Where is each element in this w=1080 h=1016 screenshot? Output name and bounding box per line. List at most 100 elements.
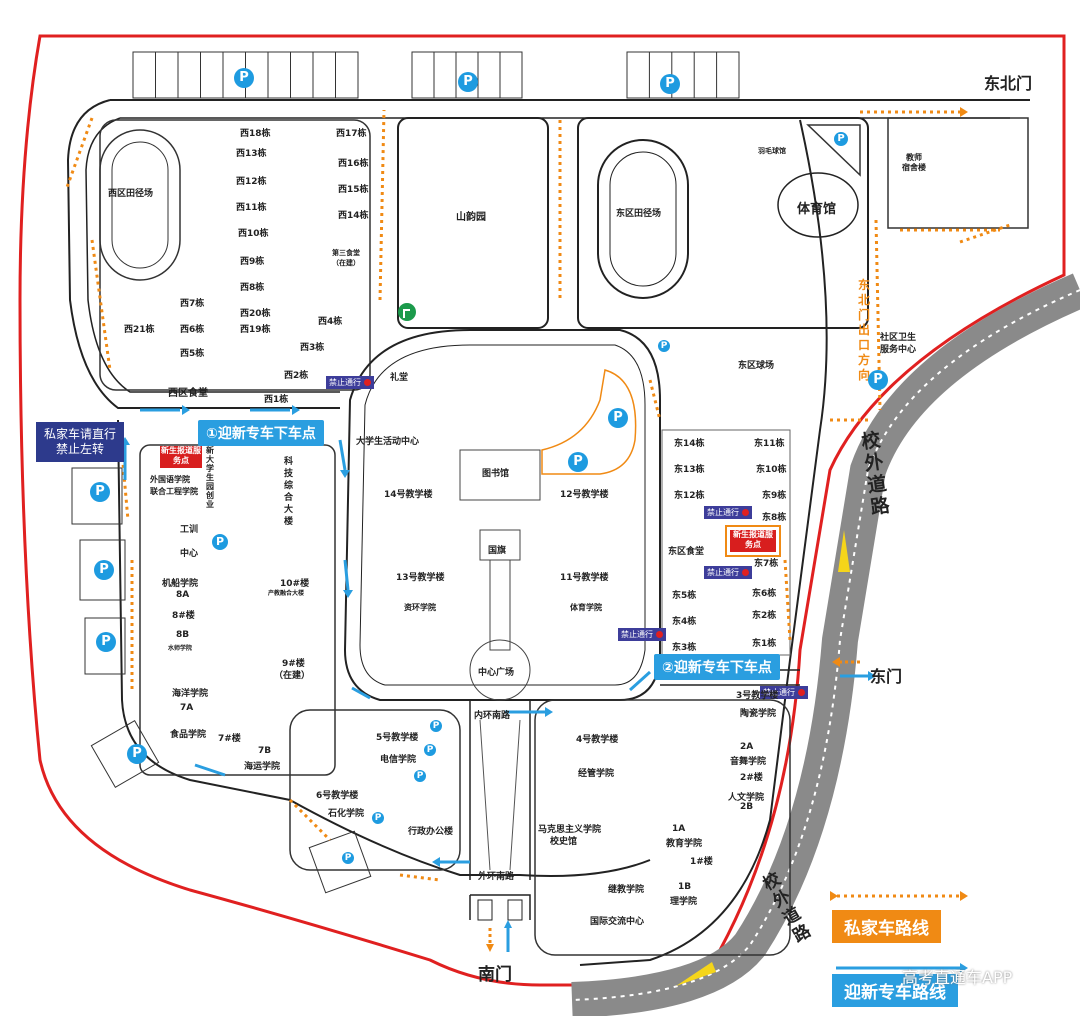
canteen3-line2: （在建） [332, 259, 360, 267]
parking-icon: P [342, 852, 354, 864]
legend-private: 私家车路线 [832, 910, 941, 943]
b9-label: 9#楼 [282, 659, 305, 669]
no-entry-sign: 禁止通行 [704, 506, 752, 519]
east-building-label: 东9栋 [762, 491, 787, 501]
east-building-label: 东12栋 [674, 491, 705, 501]
shuttle-dropoff-1: ①迎新专车下车点 [198, 420, 324, 446]
b9-sub-label: （在建） [274, 671, 311, 681]
hall-label: 礼堂 [390, 373, 409, 383]
west-building-label: 西1栋 [264, 395, 289, 405]
joint-label: 联合工程学院 [150, 487, 198, 496]
registration-point-east: 新生报道服务点 [725, 525, 781, 557]
cont-label: 继教学院 [608, 885, 645, 895]
b7b-label: 7B [258, 746, 272, 756]
west-building-label: 西2栋 [284, 371, 309, 381]
legend-shuttle: 迎新专车路线 [832, 974, 958, 1007]
teacher-dorm-block [887, 117, 1029, 229]
admin-label: 行政办公楼 [408, 827, 454, 837]
humanities-label: 人文学院 [728, 793, 765, 803]
shanyun-garden-label: 山韵园 [456, 212, 486, 223]
private-car-notice: 私家车请直行 禁止左转 [36, 422, 125, 462]
west-building-label: 西21栋 [124, 325, 155, 335]
registration-point-west: 新生报道服务点 [160, 446, 202, 468]
parking-icon: P [424, 744, 436, 756]
teacher-dorm-line1: 教师 [906, 153, 922, 162]
training-line2: 中心 [180, 549, 199, 559]
east-track [597, 139, 689, 299]
resources-label: 资环学院 [404, 603, 436, 612]
econ-label: 经管学院 [578, 769, 615, 779]
b14-label: 14号教学楼 [384, 490, 433, 500]
b2a-label: 2A [740, 742, 754, 752]
shanyun-garden [397, 117, 549, 329]
west-building-label: 西5栋 [180, 349, 205, 359]
outside-road-dash [571, 289, 1080, 1001]
west-building-label: 西14栋 [338, 211, 369, 221]
west-track [99, 129, 181, 281]
east-building-label: 东3栋 [672, 643, 697, 653]
east-building-label: 东7栋 [754, 559, 779, 569]
private-car-notice-line2: 禁止左转 [56, 442, 105, 456]
sci-label: 理学院 [670, 897, 698, 907]
private-car-notice-line1: 私家车请直行 [44, 427, 117, 441]
shipping-label: 海运学院 [244, 762, 281, 772]
gate-east: 东门 [870, 667, 903, 686]
parking-icon: P [430, 720, 442, 732]
west-building-label: 西13栋 [236, 149, 267, 159]
reg-line: 新大学生园创业 [206, 446, 214, 509]
central-plaza [469, 639, 531, 701]
east-building-label: 东13栋 [674, 465, 705, 475]
b10-label: 10#楼 [280, 579, 310, 589]
east-track-label: 东区田径场 [616, 209, 662, 219]
b1b-label: 1B [678, 882, 692, 892]
intl-label: 国际交流中心 [590, 917, 645, 927]
private-car-route [64, 109, 1011, 898]
east-building-label: 东2栋 [752, 611, 777, 621]
tech-label: 科技综合大楼 [284, 457, 294, 527]
parking-icon: P [658, 340, 670, 352]
east-building-label: 东6栋 [752, 589, 777, 599]
west-building-label: 西16栋 [338, 159, 369, 169]
community-line2: 服务中心 [880, 345, 917, 355]
no-entry-sign: 禁止通行 [618, 628, 666, 641]
west-building-label: 西6栋 [180, 325, 205, 335]
road-inner-south: 内环南路 [474, 711, 511, 721]
parking-icon: P [834, 132, 848, 146]
parking-icon: P [212, 534, 228, 550]
ceramic-label: 陶瓷学院 [740, 709, 777, 719]
north-parking-lots [132, 51, 740, 99]
road-northeast-exit: 东北门出口方向 [857, 278, 870, 382]
west-building-label: 西12栋 [236, 177, 267, 187]
east-road [579, 119, 828, 966]
b4-label: 4号教学楼 [576, 735, 619, 745]
central-parking-zone [541, 369, 637, 475]
community-line1: 社区卫生 [880, 333, 917, 343]
b10-sub-label: 产教融合大楼 [268, 590, 305, 597]
gymnasium [777, 172, 859, 238]
west-building-label: 西15栋 [338, 185, 369, 195]
telecom-label: 电信学院 [380, 755, 417, 765]
south-block [289, 709, 461, 871]
canteen3-line1: 第三食堂 [332, 249, 360, 257]
b8b-label: 8B [176, 630, 190, 640]
sports-label: 体育学院 [570, 603, 602, 612]
west-building-label: 西10栋 [238, 229, 269, 239]
outside-road-band [571, 273, 1080, 1016]
music-label: 音舞学院 [730, 757, 767, 767]
water-label: 水师学院 [168, 645, 193, 652]
b2-label: 2#楼 [740, 773, 763, 783]
chem-label: 石化学院 [328, 809, 365, 819]
east-building-label: 东11栋 [754, 439, 785, 449]
b13-label: 13号教学楼 [396, 573, 445, 583]
turn-right-icon [398, 303, 416, 321]
b1a-label: 1A [672, 824, 686, 834]
library-label: 图书馆 [482, 469, 510, 479]
east-building-label: 东8栋 [762, 513, 787, 523]
parking-icon: P [608, 408, 628, 428]
marx-line1: 马克思主义学院 [538, 825, 602, 835]
west-building-label: 西3栋 [300, 343, 325, 353]
b1-label: 1#楼 [690, 857, 713, 867]
marx-line2: 校史馆 [550, 837, 578, 847]
foreign-label: 外国语学院 [150, 475, 190, 484]
ocean-label: 海洋学院 [172, 689, 209, 699]
